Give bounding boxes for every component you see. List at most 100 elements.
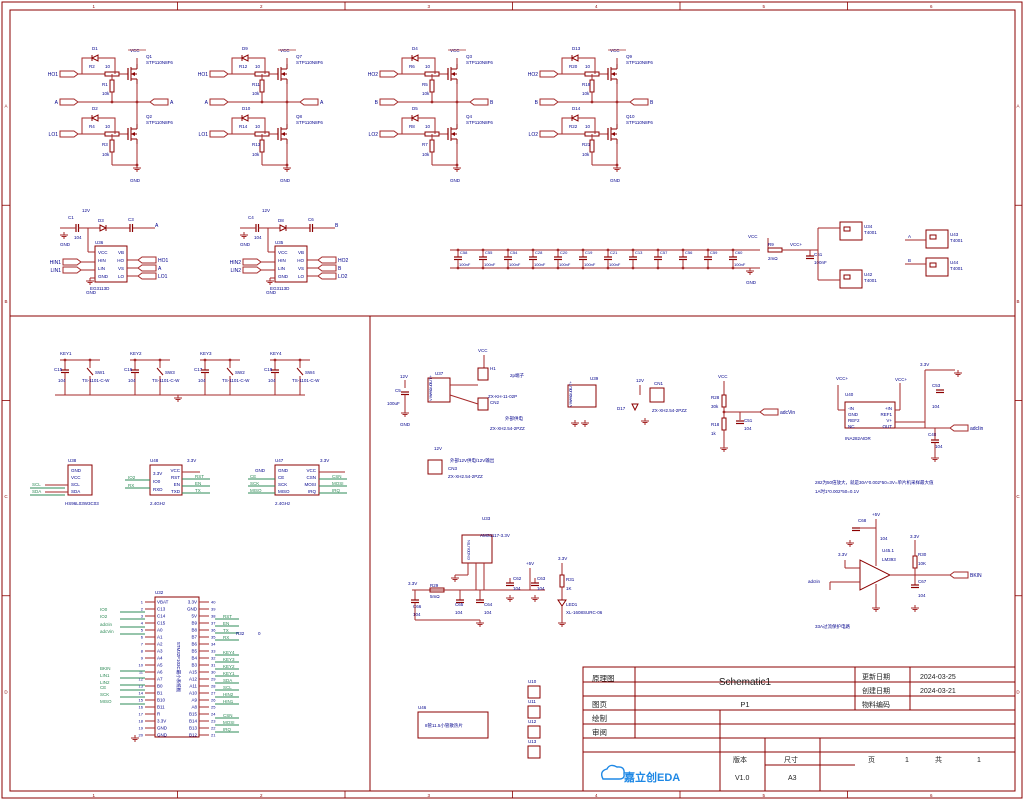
label: MOSI [223,720,235,725]
pin-name: CSN [306,475,316,480]
label: EG3113D [270,286,290,291]
label: C3 [128,217,134,222]
junction [228,358,232,362]
label: 28 [211,684,216,689]
diode [279,224,288,232]
label: R14 [239,124,248,129]
pin-name: EN [174,482,180,487]
junction [158,358,162,362]
pin-num: 13 [139,684,144,689]
label: R20 [569,64,578,69]
junction [63,358,67,362]
label: U37 [435,371,444,376]
net-label: HIN2 [230,260,242,266]
label: C67 [918,579,927,584]
zone-col-top: 4 [595,4,598,9]
wire [81,117,92,134]
label: U38 [68,458,77,463]
junction [110,100,114,104]
label: RST [223,614,232,619]
label: IO2 [128,475,136,480]
junction [456,266,460,270]
junction [656,248,660,252]
label: C55 [485,250,493,255]
net-label: B [650,100,654,106]
label: 29 [211,677,216,682]
net-label: adcVin [780,410,795,416]
label: GND [157,733,168,738]
label: 104 [268,378,276,383]
label: CE [278,475,284,480]
mcu-part: STM32F103C最小系统板 [175,642,182,693]
tb-label: 共 [935,755,942,764]
label: A [155,223,159,229]
logo-text: 嘉立创EDA [623,770,680,784]
junction [631,266,635,270]
net-flag [539,98,559,106]
label: C56 [685,250,693,255]
label: 100nF [459,262,471,267]
connector-cn1 [649,387,665,403]
junction [430,100,434,104]
pin-name: OUT [883,424,893,429]
label: A3 [157,649,163,654]
label: 104 [880,536,888,541]
label: VCC [610,48,620,53]
pin-num: 19 [139,726,144,731]
label: SDA [223,678,232,683]
label: 30k [711,404,719,409]
label: CSN [223,713,233,718]
label: U12 [528,719,537,724]
net-flag [59,130,79,138]
label: 10 [105,124,111,129]
label: C1 [68,215,74,220]
label: STP110N8F6 [626,60,653,65]
oled-module [67,464,93,496]
logo: 嘉立创EDA [600,764,680,784]
net-label: adcIin [970,426,984,432]
label: U40 [845,392,854,397]
terminal-pin [843,274,851,280]
zone-row-right: D [1016,689,1020,694]
label: R18 [711,422,720,427]
label: U33 [482,516,491,521]
label: KEY3 [223,657,235,662]
wire [231,57,242,74]
label: GND [60,242,71,247]
label: A2 [157,642,163,647]
label: U36 [95,240,104,245]
zone-row-right: A [1016,104,1019,109]
label: GND [610,178,621,183]
wire [561,117,572,134]
pin-name: GND [466,551,471,560]
pin-num: 17 [139,712,144,717]
ldo [461,534,493,564]
label: GND [86,290,97,295]
mount-hole [527,725,541,739]
diode [90,114,99,122]
pin-num: 1 [141,600,144,605]
pin-name: B13 [189,726,198,731]
label: GND [278,468,289,473]
label: B [335,223,339,229]
junction [133,358,137,362]
label: D5 [412,106,418,111]
label: C60 [735,250,743,255]
resistor [721,394,727,408]
junction [581,266,585,270]
label: ZX-XH2.54-2PZZ [448,474,483,479]
resistor [912,555,918,569]
net-flag [317,272,337,280]
label: C59 [710,250,718,255]
label: B1 [157,691,163,696]
label: VBAT [157,600,169,605]
label: REF2 [848,418,860,423]
label: 100nF [559,262,571,267]
label: 104 [455,610,463,615]
junction [531,248,535,252]
label: C15 [54,367,63,372]
pin-name: B4 [191,656,197,661]
